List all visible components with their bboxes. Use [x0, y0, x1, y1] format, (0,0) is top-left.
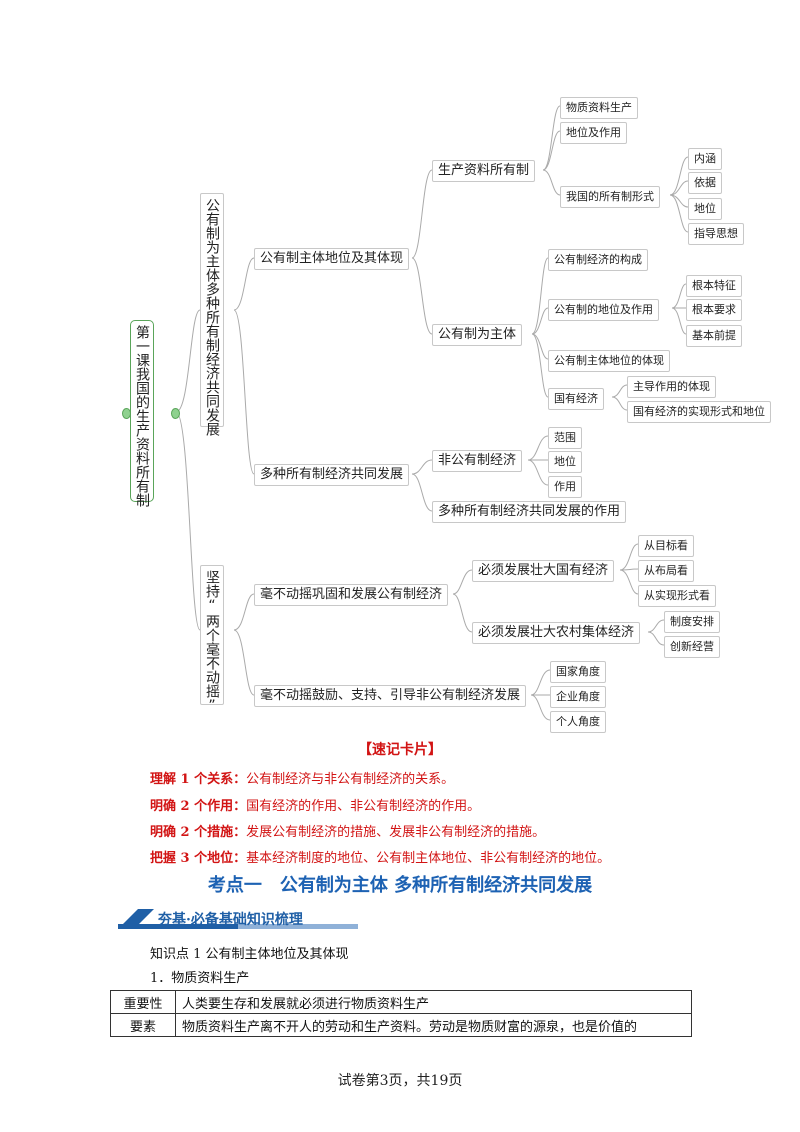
node-develop-collective-economy: 必须发展壮大农村集体经济: [472, 622, 641, 644]
leaf-connotation: 内涵: [688, 148, 722, 170]
card-row-2: 明确 2 个作用：国有经济的作用、非公有制经济的作用。: [150, 795, 480, 814]
leaf-layout-view: 从布局看: [638, 560, 694, 582]
leaf-guiding-thought: 指导思想: [688, 223, 744, 245]
card-label: 明确 2 个作用：: [150, 799, 247, 814]
card-text: 基本经济制度的地位、公有制主体地位、非公有制经济的地位。: [246, 851, 611, 866]
node-common-development: 多种所有制经济共同发展: [254, 464, 410, 486]
table-cell: 物质资料生产离不开人的劳动和生产资料。劳动是物质财富的源泉，也是价值的: [175, 1013, 692, 1037]
leaf-system-arrangement: 制度安排: [664, 611, 720, 633]
node-public-dominance: 公有制主体地位及其体现: [254, 248, 410, 270]
node-consolidate-public: 毫不动摇巩固和发展公有制经济: [254, 584, 449, 606]
leaf-basic-premise: 基本前提: [686, 325, 742, 347]
node-encourage-non-public: 毫不动摇鼓励、支持、引导非公有制经济发展: [254, 685, 527, 707]
card-row-1: 理解 1 个关系：公有制经济与非公有制经济的关系。: [150, 768, 454, 787]
card-text: 发展公有制经济的措施、发展非公有制经济的措施。: [246, 825, 546, 840]
card-label: 明确 2 个措施：: [150, 825, 247, 840]
leaf-goal-view: 从目标看: [638, 535, 694, 557]
card-row-4: 把握 3 个地位：基本经济制度的地位、公有制主体地位、非公有制经济的地位。: [150, 847, 610, 866]
leaf-material-production: 物质资料生产: [560, 97, 638, 119]
leaf-scope: 范围: [548, 427, 582, 449]
card-row-3: 明确 2 个措施：发展公有制经济的措施、发展非公有制经济的措施。: [150, 821, 545, 840]
leaf-state-economy-forms: 国有经济的实现形式和地位: [627, 401, 771, 423]
leaf-individual-perspective: 个人角度: [550, 711, 606, 733]
branch-public-ownership: 公有制为主体多种所有制经济共同发展: [200, 193, 224, 436]
card-text: 公有制经济与非公有制经济的关系。: [246, 772, 455, 787]
leaf-fundamental-requirement: 根本要求: [686, 299, 742, 321]
section-banner: 夯基·必备基础知识梳理: [158, 912, 303, 928]
leaf-status-and-role: 地位及作用: [560, 122, 627, 144]
knowledge-table: 重要性 人类要生存和发展就必须进行物质资料生产 要素 物质资料生产离不开人的劳动…: [110, 990, 692, 1037]
banner-decoration: [118, 909, 358, 929]
node-public-main-body: 公有制为主体: [432, 324, 523, 346]
node-non-public-economy: 非公有制经济: [432, 450, 523, 472]
leaf-dominance-embodiment: 公有制主体地位的体现: [548, 350, 670, 372]
quick-cards-title: 【速记卡片】: [358, 742, 442, 758]
table-row: 重要性 人类要生存和发展就必须进行物质资料生产: [110, 990, 692, 1014]
subheading: 1．物质资料生产: [150, 971, 250, 986]
leaf-role: 作用: [548, 476, 582, 498]
leaf-leading-role: 主导作用的体现: [627, 376, 716, 398]
leaf-fundamental-feature: 根本特征: [686, 275, 742, 297]
leaf-position: 地位: [688, 198, 722, 220]
page-footer: 试卷第3页，共19页: [337, 1073, 463, 1089]
leaf-public-composition: 公有制经济的构成: [548, 249, 648, 271]
collapse-dot-left: [122, 408, 131, 419]
collapse-dot-right: [171, 408, 180, 419]
node-ownership-forms: 我国的所有制形式: [560, 186, 660, 208]
node-state-economy: 国有经济: [548, 388, 604, 410]
card-text: 国有经济的作用、非公有制经济的作用。: [246, 799, 481, 814]
leaf-basis: 依据: [688, 172, 722, 194]
leaf-national-perspective: 国家角度: [550, 661, 606, 683]
table-cell: 人类要生存和发展就必须进行物质资料生产: [175, 990, 692, 1014]
node-means-of-production: 生产资料所有制: [432, 160, 536, 182]
leaf-enterprise-perspective: 企业角度: [550, 686, 606, 708]
leaf-innovative-management: 创新经营: [664, 636, 720, 658]
node-develop-state-economy: 必须发展壮大国有经济: [472, 560, 615, 582]
table-header-cell: 要素: [110, 1013, 176, 1037]
node-public-status-role: 公有制的地位及作用: [548, 299, 659, 321]
leaf-status: 地位: [548, 451, 582, 473]
table-header-cell: 重要性: [110, 990, 176, 1014]
card-label: 把握 3 个地位：: [150, 851, 247, 866]
table-row: 要素 物质资料生产离不开人的劳动和生产资料。劳动是物质财富的源泉，也是价值的: [110, 1013, 692, 1037]
node-common-development-role: 多种所有制经济共同发展的作用: [432, 501, 627, 523]
knowledge-point-title: 知识点 1 公有制主体地位及其体现: [150, 947, 349, 962]
branch-two-unswerving: 坚持“两个毫不动摇”: [200, 565, 224, 714]
card-label: 理解 1 个关系：: [150, 772, 247, 787]
leaf-form-view: 从实现形式看: [638, 585, 716, 607]
section-title: 考点一 公有制为主体 多种所有制经济共同发展: [207, 875, 593, 896]
mindmap-root: 第一课我国的生产资料所有制: [130, 320, 154, 507]
